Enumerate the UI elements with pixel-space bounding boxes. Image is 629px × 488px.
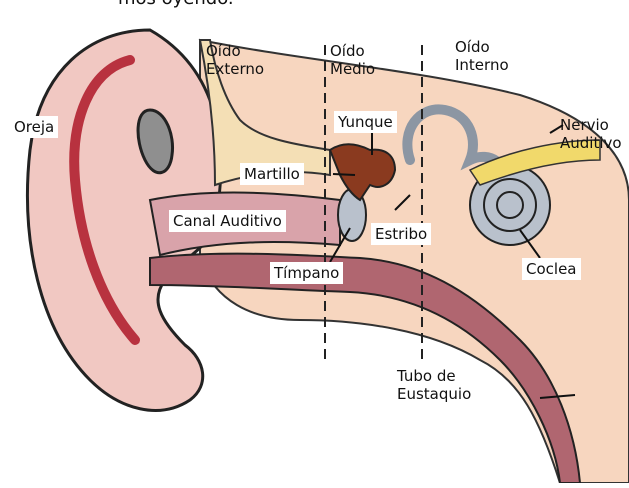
label-estribo: Estribo [371, 223, 431, 245]
middle-ear-heading: Oído Medio [330, 42, 375, 78]
outer-ear-line-2: Externo [206, 60, 264, 78]
pointer-martillo [333, 174, 355, 175]
inner-ear-heading: Oído Interno [455, 38, 509, 74]
label-yunque: Yunque [334, 111, 397, 133]
tubo-line-1: Tubo de [397, 367, 471, 385]
middle-ear-line-2: Medio [330, 60, 375, 78]
middle-ear-line-1: Oído [330, 42, 375, 60]
outer-ear-line-1: Oído [206, 42, 264, 60]
label-oreja: Oreja [10, 116, 58, 138]
label-nervio-auditivo: Nervio Auditivo [560, 116, 622, 152]
label-coclea: Coclea [522, 258, 581, 280]
label-tubo-eustaquio: Tubo de Eustaquio [393, 365, 475, 405]
inner-ear-line-1: Oído [455, 38, 509, 56]
label-canal-auditivo: Canal Auditivo [169, 210, 286, 232]
label-timpano: Tímpano [270, 262, 343, 284]
nervio-line-2: Auditivo [560, 134, 622, 152]
caption-fragment: mos oyendo. [118, 0, 234, 9]
nervio-line-1: Nervio [560, 116, 622, 134]
outer-ear-heading: Oído Externo [206, 42, 264, 78]
inner-ear-line-2: Interno [455, 56, 509, 74]
label-martillo: Martillo [240, 163, 304, 185]
tubo-line-2: Eustaquio [397, 385, 471, 403]
